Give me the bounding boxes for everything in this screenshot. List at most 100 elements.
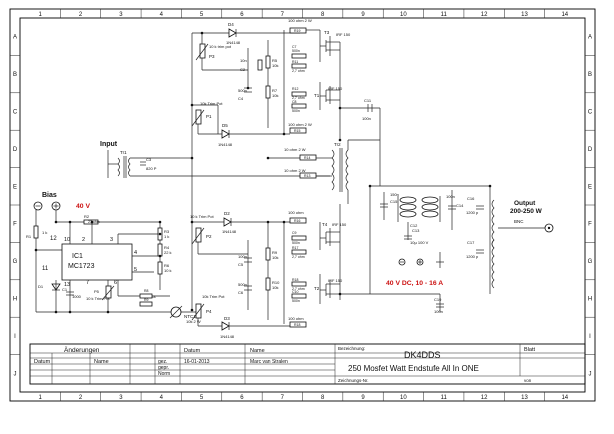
diode-d5 <box>221 129 230 139</box>
t1-label: T1 <box>314 93 320 98</box>
grid-col-label: 11 <box>441 12 448 18</box>
grid-col-label: 6 <box>240 395 244 401</box>
gez-date: 16-01-2013 <box>184 359 210 365</box>
ic1-pin7: 7 <box>86 280 89 286</box>
p2-label: P2 <box>206 234 212 239</box>
ic1-pin10: 10 <box>64 237 70 243</box>
r17-label: R17 <box>292 246 298 250</box>
blatt-label: Blatt <box>524 347 535 353</box>
p3-label: P3 <box>209 54 215 59</box>
grid-row-label: I <box>14 334 16 340</box>
grid-col-label: 10 <box>400 395 407 401</box>
c6-value: 500n <box>238 282 247 287</box>
r19-label: R19 <box>294 29 300 33</box>
r4-value: 22 k <box>164 250 172 255</box>
c19-label: C19 <box>434 297 442 302</box>
supply-voltage-label: 40 V DC, 10 - 16 A <box>386 280 443 287</box>
c7-label: C7 <box>292 45 297 49</box>
r8-label: R8 <box>144 289 149 293</box>
grid-col-label: 5 <box>200 12 204 18</box>
resistor-r19 <box>289 27 307 34</box>
grid-col-label: 12 <box>481 12 488 18</box>
grid-col-label: 8 <box>321 12 325 18</box>
c8-label: C8 <box>292 100 297 104</box>
grid-row-label: I <box>589 334 591 340</box>
grid-col-label: 5 <box>200 395 204 401</box>
bias-label: Bias <box>42 192 57 199</box>
ic1-part: MC1723 <box>68 263 95 270</box>
tr1-label: Tr1 <box>120 150 127 155</box>
t1-value: IRF 150 <box>328 86 343 91</box>
c14-label: C14 <box>456 203 464 208</box>
r6-label: R6 <box>164 263 170 268</box>
c1-value: 1000 <box>72 294 82 299</box>
d4-value: 1N4148 <box>226 40 241 45</box>
grid-row-label: B <box>13 72 17 78</box>
ic1-pin13: 13 <box>64 282 70 288</box>
r13-label: R13 <box>304 174 310 178</box>
c2-value: 10n <box>240 58 247 63</box>
grid-row-label: A <box>13 35 17 41</box>
datum-header: Datum <box>184 348 201 354</box>
mosfet-t1 <box>319 82 340 110</box>
p1-label: P1 <box>206 114 212 119</box>
d1-label: D1 <box>38 284 44 289</box>
r10-label: R10 <box>272 280 280 285</box>
c11-value: 100n <box>362 116 371 121</box>
gez-name: Marc van Stralen <box>250 359 288 365</box>
grid-col-label: 1 <box>39 395 43 401</box>
grid-row-label: C <box>588 110 593 116</box>
r2-label: R2 <box>84 214 90 219</box>
grid-row-label: D <box>13 147 18 153</box>
r9-label: R9 <box>144 298 149 302</box>
r7-label: R7 <box>272 88 278 93</box>
grid-col-label: 14 <box>561 395 568 401</box>
ic1-pin11: 11 <box>42 266 49 272</box>
c15-value: 150n <box>390 192 399 197</box>
c19-value: 100n <box>434 309 443 314</box>
p1-value: 10k Trim Pot <box>200 101 223 106</box>
grid-col-label: 2 <box>79 12 83 18</box>
r17-value: 2,7 ohm <box>292 255 305 259</box>
p2-value: 10 k Trim Pot <box>190 214 214 219</box>
ic1-mc1723 <box>61 243 133 281</box>
grid-col-label: 3 <box>119 12 123 18</box>
grid-row-label: G <box>13 259 18 265</box>
grid-col-label: 8 <box>321 395 325 401</box>
grid-row-label: B <box>588 72 592 78</box>
c3-value: 820 P <box>146 166 157 171</box>
grid-row-label: C <box>13 110 18 116</box>
diode-d3 <box>221 321 230 331</box>
c10-value: 500n <box>292 299 300 303</box>
p5-label: P5 <box>94 289 100 294</box>
d2-label: D2 <box>224 211 230 216</box>
aenderungen-label: Änderungen <box>64 346 100 354</box>
c6-label: C6 <box>238 290 244 295</box>
r15-value: 100 ohm 2 W <box>288 122 312 127</box>
grid-col-label: 10 <box>400 12 407 18</box>
p4-label: P4 <box>206 309 212 314</box>
p3-value: 10 k trim pot <box>209 44 232 49</box>
zeichnung-label: Zeichnungs-Nr. <box>338 378 369 383</box>
c5-label: C5 <box>238 262 244 267</box>
grid-row-label: J <box>14 371 17 377</box>
von-label: von <box>524 378 532 383</box>
r3-value: 1 k <box>164 234 169 239</box>
t4-label: T4 <box>322 222 328 227</box>
grid-row-label: F <box>13 222 17 228</box>
datum-col-header: Datum <box>34 359 51 365</box>
grid-col-label: 6 <box>240 12 244 18</box>
r18b-value: 100 ohm <box>288 316 304 321</box>
t4-value: IRF 150 <box>332 222 347 227</box>
grid-col-label: 13 <box>521 395 528 401</box>
r12-label: R12 <box>292 87 298 91</box>
bnc-label: BNC <box>514 219 524 224</box>
c17-label: C17 <box>467 240 475 245</box>
t3-value: IRF 150 <box>336 32 351 37</box>
c10-label: C10 <box>292 290 298 294</box>
c1-label: C1 <box>62 287 68 292</box>
name-col-header: Name <box>94 359 109 365</box>
top-gate-network: D4 1N4148 10 k trim pot P3 100 ohm 2 W R… <box>191 18 381 186</box>
t3-label: T3 <box>324 30 330 35</box>
